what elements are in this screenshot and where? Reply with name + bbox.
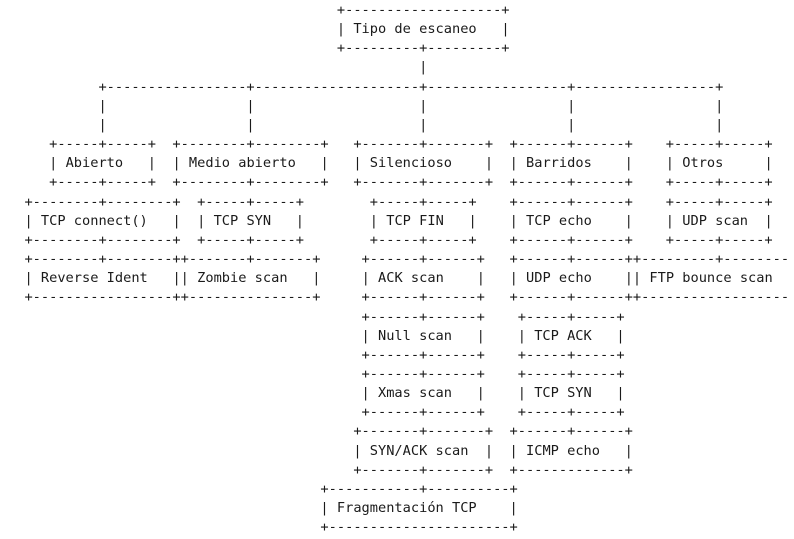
scan-item-icmp-echo-label: ICMP echo	[526, 442, 600, 459]
category-node-medio-abierto-label: Medio abierto	[188, 155, 296, 172]
scan-item-fragmentaci-n-tcp-label: Fragmentación TCP	[336, 500, 477, 517]
scan-item-ack-scan-label: ACK scan	[378, 270, 444, 287]
category-node-otros-label: Otros	[682, 155, 724, 172]
scan-item-syn-ack-scan-label: SYN/ACK scan	[369, 442, 469, 459]
scan-item-udp-echo-label: UDP echo	[526, 270, 592, 287]
scan-item-tcp-connect-label: TCP connect()	[40, 212, 148, 229]
scan-item-zombie-scan-label: Zombie scan	[197, 270, 288, 287]
scan-item-tcp-ack-label: TCP ACK	[534, 327, 592, 344]
root-node-label: Tipo de escaneo	[353, 21, 477, 38]
scan-item-xmas-scan-label: Xmas scan	[377, 385, 452, 402]
scan-item-udp-scan-label: UDP scan	[682, 212, 749, 229]
category-node-abierto-label: Abierto	[65, 155, 124, 172]
scan-item-ftp-bounce-scan-label: FTP bounce scan	[649, 270, 773, 287]
scan-item-tcp-syn-label: TCP SYN	[534, 385, 592, 402]
scan-item-tcp-syn-label: TCP SYN	[213, 212, 272, 229]
category-node-silencioso-label: Silencioso	[369, 155, 453, 172]
scan-item-reverse-ident-label: Reverse Ident	[40, 270, 148, 287]
scan-item-tcp-echo-label: TCP echo	[526, 212, 592, 229]
category-node-barridos-label: Barridos	[526, 155, 592, 172]
scan-item-tcp-fin-label: TCP FIN	[386, 212, 444, 229]
ascii-tree: +-------------------+ | Tipo de escaneo …	[8, 2, 790, 536]
scan-item-null-scan-label: Null scan	[377, 327, 452, 344]
